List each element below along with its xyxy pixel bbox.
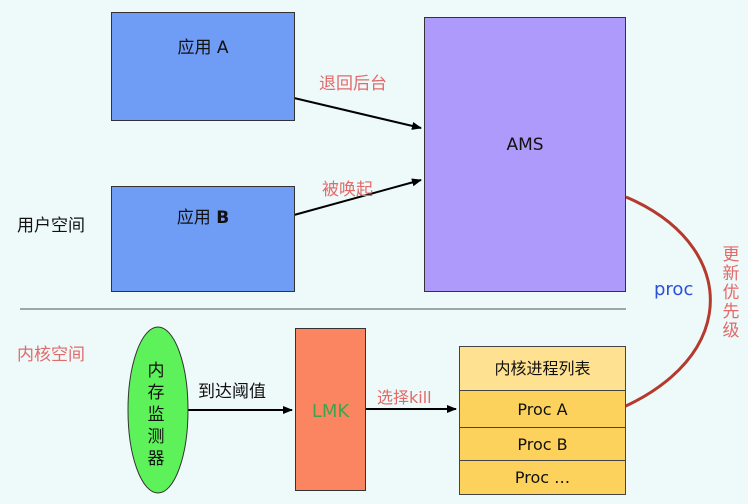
proc-label: proc <box>654 279 694 300</box>
reach-threshold-label: 到达阈值 <box>198 382 266 402</box>
memory-monitor-ellipse <box>127 326 189 494</box>
table-row: Proc B <box>460 427 625 460</box>
awakened-label: 被唤起 <box>322 180 373 200</box>
ams-title: AMS <box>506 135 544 155</box>
back-to-background-label: 退回后台 <box>319 74 387 94</box>
table-row: Proc A <box>460 390 625 427</box>
update-priority-label: 更 新 优 先 级 <box>722 245 740 341</box>
app-a-title: 应用 A <box>177 38 229 58</box>
kernel-space-label: 内核空间 <box>17 345 85 365</box>
table-row: Proc … <box>460 460 625 494</box>
app-a-box: 应用 A <box>111 12 295 121</box>
arrow-app-a-to-ams <box>293 97 422 130</box>
kernel-process-table-title: 内核进程列表 <box>460 347 625 390</box>
select-kill-label: 选择kill <box>377 388 432 407</box>
user-space-label: 用户空间 <box>17 216 85 236</box>
ams-box: AMS <box>424 17 626 292</box>
app-b-title: 应用 B <box>176 208 230 228</box>
app-b-box: 应用 B <box>111 186 295 292</box>
arrow-ams-update-proc <box>576 195 712 428</box>
memory-monitor-label: 内 存 监 测 器 <box>147 361 165 469</box>
lmk-title: LMK <box>311 401 350 422</box>
lmk-box: LMK <box>295 328 366 491</box>
arrow-app-b-to-ams <box>293 178 422 216</box>
kernel-process-table: 内核进程列表 Proc A Proc B Proc … <box>459 346 626 495</box>
